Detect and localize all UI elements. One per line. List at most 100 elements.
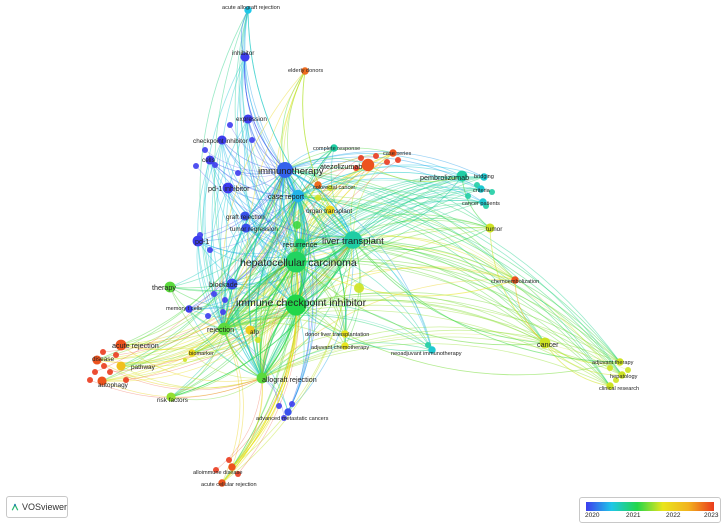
keyword-node-hepatology[interactable] [618,371,626,379]
keyword-label-tumor: tumor [486,226,503,233]
legend-tick: 2022 [666,512,681,519]
keyword-node-cells[interactable] [205,155,215,165]
network-link [352,239,621,363]
network-link [170,239,354,398]
keyword-node-autophagy[interactable] [97,376,107,386]
minor-node [220,309,226,315]
keyword-node-memoryt[interactable] [185,305,193,313]
network-link [197,240,297,266]
minor-node [205,313,211,319]
network-link [302,70,354,241]
minor-node [276,403,282,409]
keyword-node-elderly[interactable] [301,67,309,75]
network-link [236,56,297,306]
keyword-node-neoadj[interactable] [428,346,436,354]
keyword-node-bridging[interactable] [480,173,488,181]
keyword-node-adjther[interactable] [616,358,624,366]
network-link [209,195,299,251]
network-link [244,56,354,241]
keyword-node-pathway[interactable] [116,361,126,371]
network-link [295,175,463,263]
keyword-node-riskfactors[interactable] [166,392,176,402]
keyword-node-hcc[interactable] [285,251,307,273]
network-link [223,261,297,330]
network-link [514,279,546,344]
minor-node [123,377,129,383]
network-link [221,139,297,263]
keyword-node-casereport[interactable] [291,189,305,203]
keyword-node-colorectal[interactable] [314,181,322,189]
keyword-node-donorlt[interactable] [341,330,349,338]
keyword-node-expression[interactable] [243,114,253,124]
network-link [234,9,297,306]
network-link [352,239,621,363]
network-link [209,159,299,197]
keyword-node-pd1[interactable] [192,235,204,247]
network-link [297,195,516,281]
network-link [207,195,299,317]
keyword-node-caseseries[interactable] [389,149,397,157]
network-link [210,187,229,330]
keyword-node-acuterej[interactable] [115,339,127,351]
keyword-node-aar[interactable] [244,6,252,14]
keyword-node-chemo[interactable] [511,276,519,284]
network-link [191,195,299,354]
keyword-node-afp[interactable] [245,325,255,335]
keyword-node-lt[interactable] [344,231,362,249]
keyword-node-cancerpts[interactable] [479,198,487,206]
keyword-node-tumor[interactable] [485,223,495,233]
network-link [284,169,516,281]
keyword-label-acuterej: acute rejection [112,341,159,350]
keyword-node-pd1inh[interactable] [222,182,234,194]
keyword-node-rejection[interactable] [217,322,231,336]
network-link [221,139,301,245]
keyword-node-graftrej[interactable] [240,211,250,221]
keyword-label-graftrej: graft rejection [226,214,265,221]
keyword-node-advmeta[interactable] [284,408,292,416]
keyword-node-inhibitor[interactable] [240,52,250,62]
network-link [204,159,263,379]
keyword-node-recurrence[interactable] [294,238,306,250]
network-link [96,261,297,361]
network-link [544,342,611,387]
keyword-node-therapy[interactable] [164,281,176,293]
keyword-node-cancer[interactable] [539,337,551,349]
keyword-node-clinres[interactable] [606,382,614,390]
keyword-label-memoryt: memory t cells [166,306,202,312]
network-link [215,377,263,471]
network-link [211,139,263,379]
keyword-node-disease[interactable] [92,355,102,365]
keyword-node-allograft[interactable] [256,372,268,384]
network-link [299,197,484,245]
network-link [188,308,263,379]
network-link [223,188,482,330]
vosviewer-logo[interactable]: VOSviewer [6,496,68,518]
network-link [227,187,297,306]
keyword-node-criteria[interactable] [477,185,485,193]
minor-node [613,377,619,383]
network-link [295,304,621,376]
network-link [352,217,491,241]
keyword-node-immuno[interactable] [277,162,293,178]
keyword-node-biomarker[interactable] [188,349,196,357]
network-link [221,239,354,484]
network-link [297,195,623,376]
keyword-node-cpi[interactable] [217,135,227,145]
keyword-node-tumorreg[interactable] [241,223,251,233]
keyword-node-atezo[interactable] [361,158,375,172]
keyword-label-atezo: atezolizumab [320,162,362,171]
keyword-node-blockade[interactable] [226,278,238,290]
keyword-node-alloimm[interactable] [228,463,236,471]
keyword-node-ici[interactable] [285,294,307,316]
keyword-node-adjchemo[interactable] [341,342,349,350]
network-link [223,304,623,376]
keyword-node-organ[interactable] [325,205,335,215]
keyword-node-pembro[interactable] [456,170,468,182]
keyword-label-disease: disease [92,356,114,363]
keyword-node-acr[interactable] [218,479,226,487]
network-link [125,239,354,381]
minor-node [207,247,213,253]
network-link [284,169,354,241]
keyword-node-complete[interactable] [330,144,338,152]
network-link [120,169,286,346]
